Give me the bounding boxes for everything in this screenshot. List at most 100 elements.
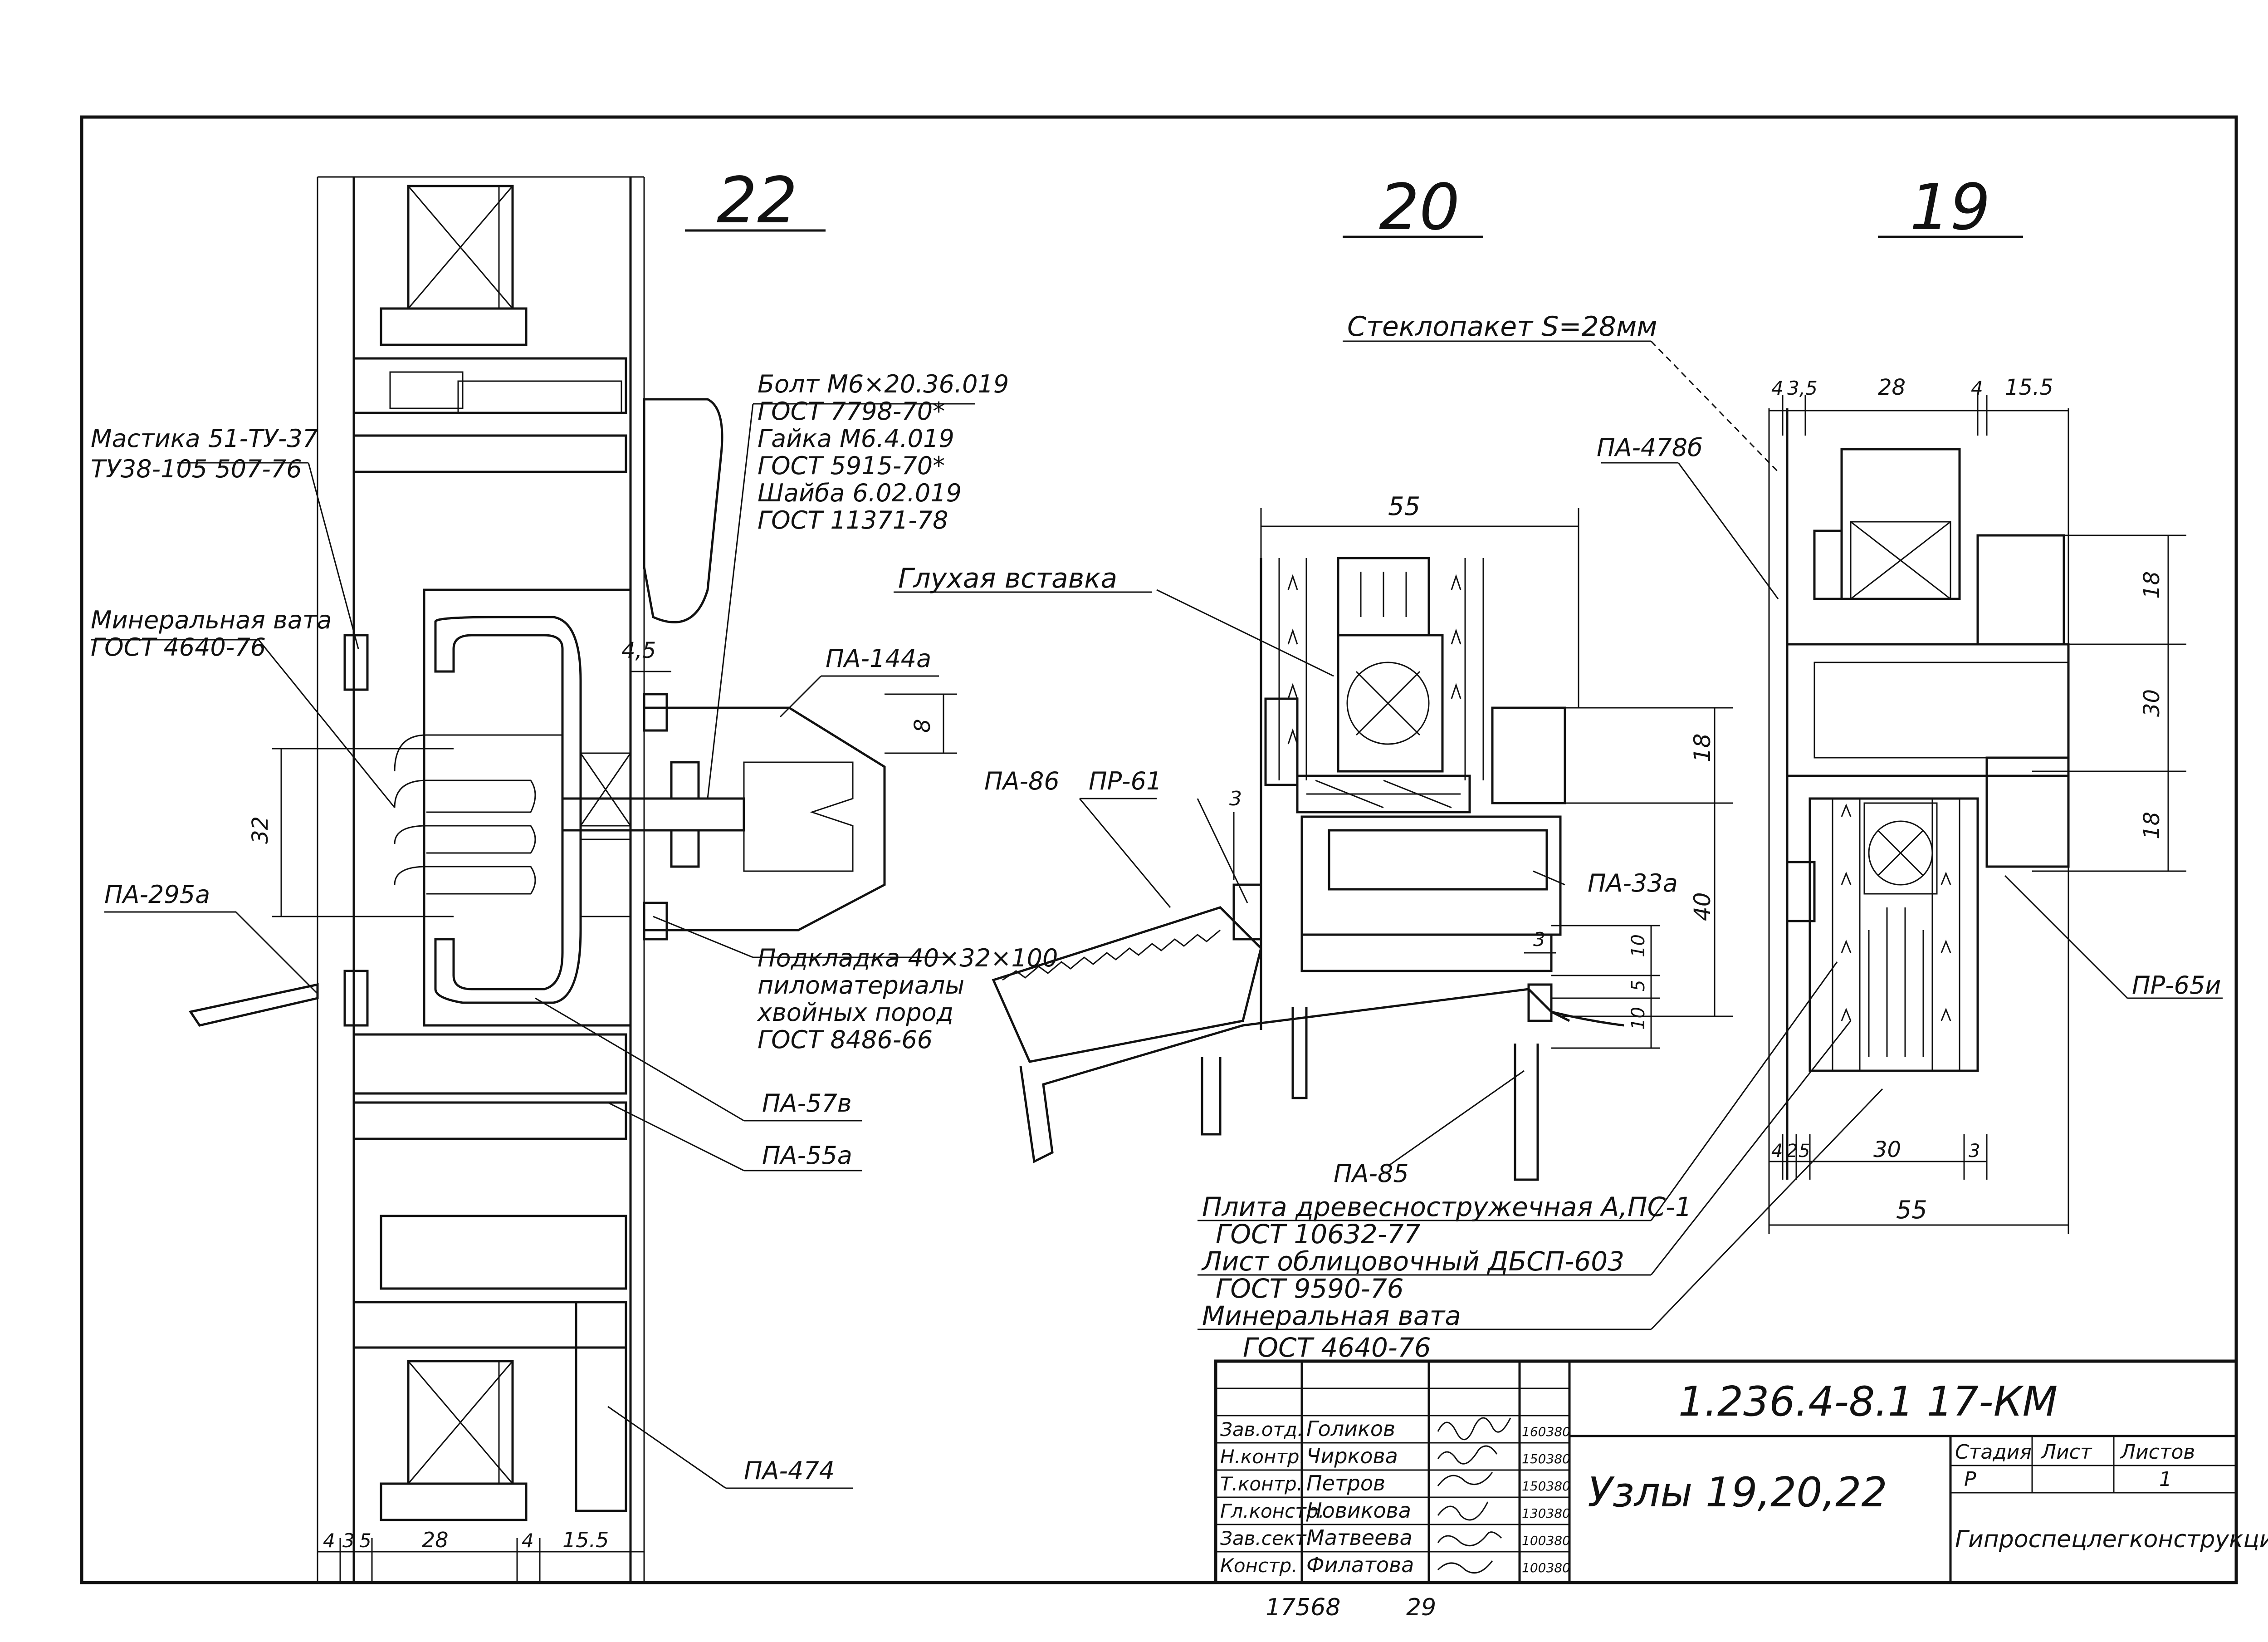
dim19-top-4b: 4	[1971, 377, 1983, 399]
label-gaika: Гайка М6.4.019	[758, 424, 954, 453]
svg-text:Зав.отд.: Зав.отд.	[1220, 1418, 1303, 1441]
title-row: Зав.сект. Матвеева 100380	[1220, 1525, 1570, 1550]
label-shaiba-gost: ГОСТ 11371-78	[758, 506, 948, 534]
label-list: Лист облицовочный ДБСП-603	[1201, 1246, 1624, 1277]
label-plita: Плита древесностружечная А,ПС-1	[1202, 1191, 1692, 1222]
title-block-stage-header: Стадия	[1955, 1441, 2032, 1464]
label-list-gost: ГОСТ 9590-76	[1216, 1273, 1404, 1304]
node-19-drawing	[1601, 395, 2223, 1234]
label-pa478b: ПА-478б	[1597, 433, 1702, 462]
svg-text:22: 22	[717, 164, 797, 238]
label-bolt: Болт М6×20.36.019	[758, 370, 1009, 398]
label-minvata-20: Минеральная вата	[1202, 1300, 1461, 1331]
label-gluhaya: Глухая вставка	[898, 563, 1117, 594]
label-hvoinyh: хвойных пород	[757, 998, 953, 1027]
node-number-20: 20	[1343, 171, 1483, 245]
title-block-title: Узлы 19,20,22	[1588, 1469, 1887, 1516]
label-podkladka: Подкладка 40×32×100	[758, 944, 1058, 972]
dim-bottom-5: 5	[359, 1529, 371, 1552]
label-gaika-gost: ГОСТ 5915-70*	[758, 451, 945, 480]
label-steklopaket: Стеклопакет S=28мм	[1347, 311, 1657, 343]
label-minvata: Минеральная вата	[91, 606, 332, 634]
dim-bottom-4b: 4	[522, 1529, 534, 1552]
dim19-bottom-30: 30	[1873, 1137, 1901, 1162]
dim-bottom-4: 4	[323, 1529, 335, 1552]
title-block-sheets: 1	[2159, 1468, 2172, 1491]
title-row: Н.контр. Чиркова 150380	[1220, 1444, 1570, 1468]
dim19-right-30: 30	[2139, 689, 2165, 717]
dim-32: 32	[248, 816, 273, 844]
dim19-bottom-3: 3	[1969, 1141, 1980, 1162]
svg-text:130380: 130380	[1522, 1506, 1570, 1521]
svg-text:Гл.констр.: Гл.констр.	[1220, 1500, 1325, 1522]
title-row: Зав.отд. Голиков 160380	[1220, 1417, 1570, 1441]
label-pa144a: ПА-144а	[826, 644, 931, 673]
title-row: Гл.констр. Новикова 130380	[1220, 1498, 1570, 1523]
title-block-sheet-header: Лист	[2040, 1441, 2092, 1464]
dim19-bottom-4: 4	[1771, 1141, 1783, 1162]
dim-bottom-15-5: 15.5	[562, 1528, 609, 1552]
dim-8: 8	[910, 719, 935, 733]
dim-3: 3	[1229, 787, 1242, 810]
dim-10b: 10	[1628, 1007, 1649, 1030]
svg-text:Констр.: Констр.	[1220, 1554, 1298, 1577]
dim-18: 18	[1689, 733, 1716, 762]
footer-right: 29	[1406, 1594, 1436, 1621]
dim-3b: 3	[1533, 928, 1545, 951]
title-block	[1214, 1359, 2238, 1584]
label-pa55a: ПА-55а	[762, 1141, 852, 1170]
title-block-org: Гипроспецлегконструкция	[1955, 1526, 2268, 1553]
dim19-top-28: 28	[1878, 375, 1906, 400]
label-pa86: ПА-86	[984, 767, 1060, 795]
svg-text:100380: 100380	[1522, 1560, 1570, 1575]
label-mastika: Мастика 51-ТУ-37	[91, 424, 318, 453]
svg-text:100380: 100380	[1522, 1533, 1570, 1548]
sheet-frame	[80, 115, 2238, 1584]
label-minvata-gost-20: ГОСТ 4640-76	[1243, 1332, 1431, 1363]
dim-4-5: 4,5	[621, 638, 656, 663]
svg-text:Н.контр.: Н.контр.	[1220, 1446, 1305, 1468]
node-20-drawing	[992, 508, 1733, 1181]
dim-bottom-28: 28	[422, 1528, 449, 1552]
dim19-top-3-5: 3,5	[1787, 377, 1818, 399]
dim-55: 55	[1388, 492, 1420, 521]
title-block-stage: Р	[1964, 1468, 1976, 1491]
svg-text:150380: 150380	[1522, 1451, 1570, 1466]
dim-bottom-3: 3	[342, 1529, 355, 1552]
svg-text:Новикова: Новикова	[1306, 1498, 1411, 1523]
svg-text:Т.контр.: Т.контр.	[1220, 1473, 1303, 1495]
svg-text:Матвеева: Матвеева	[1306, 1525, 1413, 1550]
svg-text:160380: 160380	[1522, 1424, 1570, 1439]
footer-left: 17568	[1266, 1594, 1340, 1621]
dim19-top-15-5: 15.5	[2005, 375, 2053, 400]
label-pa33a: ПА-33а	[1588, 869, 1678, 897]
svg-text:19: 19	[1910, 171, 1990, 245]
label-pr61: ПР-61	[1089, 767, 1162, 795]
svg-text:150380: 150380	[1522, 1479, 1570, 1494]
svg-text:Чиркова: Чиркова	[1306, 1444, 1398, 1468]
label-pa85: ПА-85	[1334, 1159, 1409, 1188]
label-pa474: ПА-474	[744, 1456, 835, 1485]
title-block-sheets-header: Листов	[2120, 1441, 2195, 1464]
dim-40: 40	[1689, 892, 1716, 921]
node-22-drawing	[91, 176, 975, 1583]
title-row: Т.контр. Петров 150380	[1220, 1471, 1570, 1495]
label-pa295a: ПА-295а	[104, 880, 210, 909]
dim-10a: 10	[1628, 934, 1649, 957]
dim19-bottom-2: 2	[1786, 1141, 1798, 1162]
label-pa57v: ПА-57в	[762, 1089, 852, 1118]
node-number-22: 22	[685, 164, 826, 238]
label-pilomat: пиломатериалы	[758, 971, 964, 1000]
label-tu: ТУ38-105 507-76	[91, 455, 302, 483]
svg-text:Филатова: Филатова	[1306, 1553, 1414, 1577]
label-minvata-gost: ГОСТ 4640-76	[91, 633, 266, 662]
label-shaiba: Шайба 6.02.019	[758, 479, 962, 507]
label-plita-gost: ГОСТ 10632-77	[1216, 1219, 1421, 1250]
svg-text:Петров: Петров	[1306, 1471, 1385, 1495]
svg-text:Зав.сект.: Зав.сект.	[1220, 1527, 1312, 1549]
node-number-19: 19	[1878, 171, 2023, 245]
dim19-top-4: 4	[1771, 377, 1784, 399]
svg-text:20: 20	[1379, 171, 1460, 245]
label-pr65u: ПР-65и	[2132, 971, 2221, 1000]
